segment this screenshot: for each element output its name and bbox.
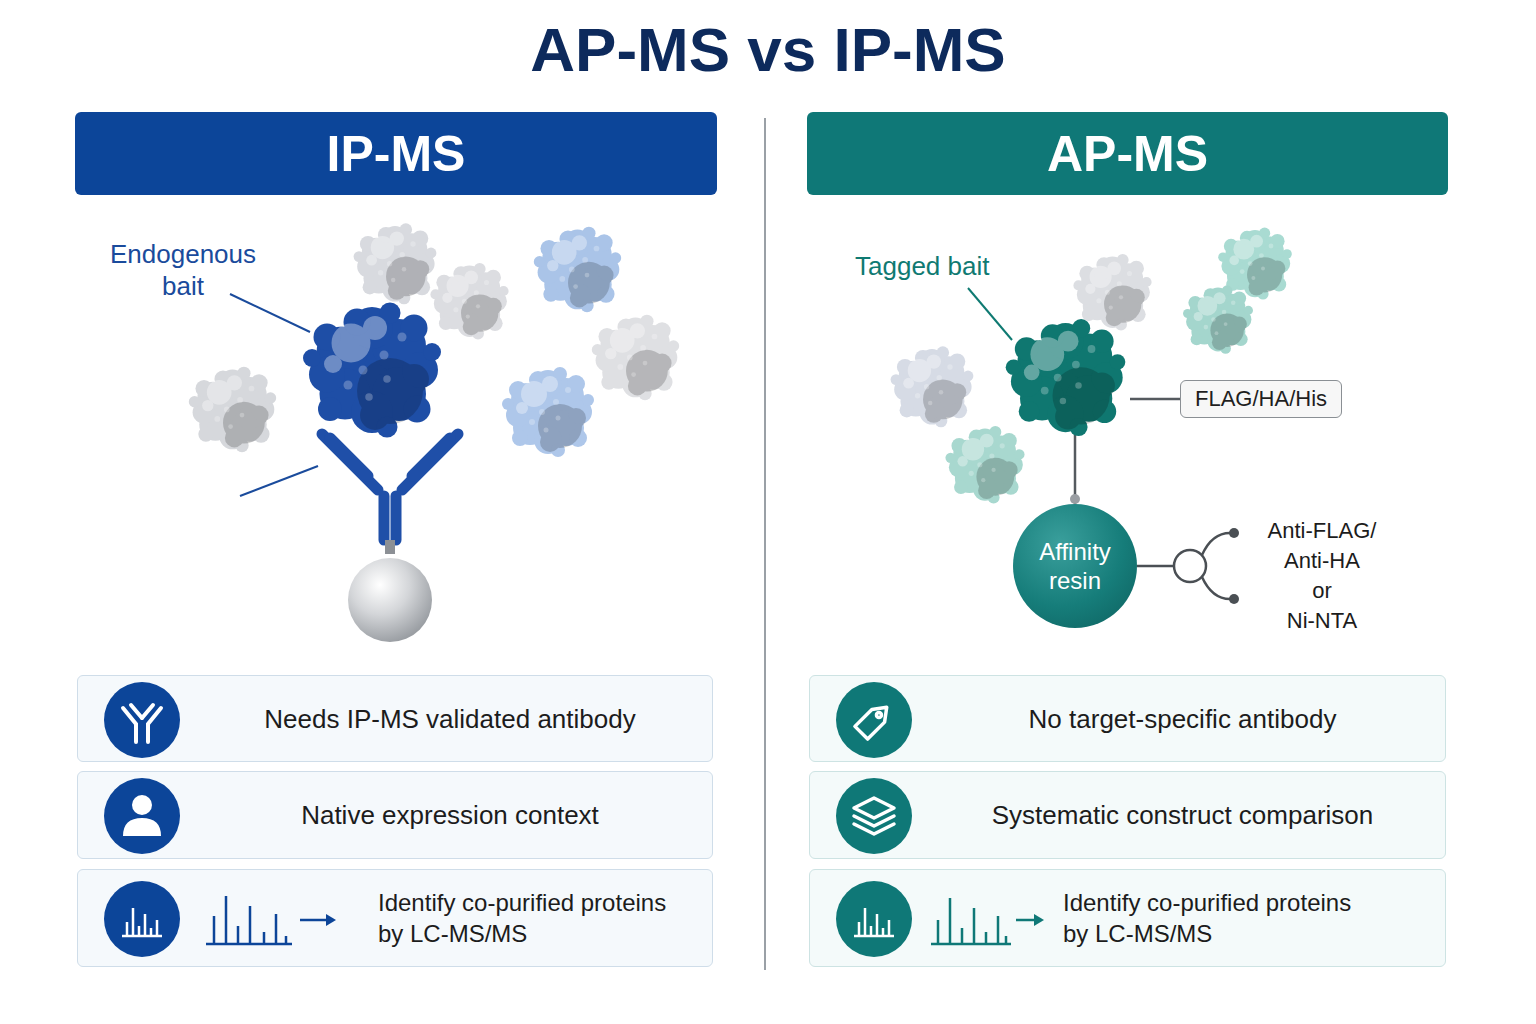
layers-icon (810, 772, 938, 860)
header-band: IP-MS (75, 112, 717, 195)
tag-box: FLAG/HA/His (1180, 380, 1342, 418)
node-text: Systematic construct comparison (950, 799, 1415, 831)
node-text: Identify co-purified proteins by LC-MS/M… (1063, 887, 1368, 949)
bead (348, 558, 432, 642)
bait-label: Tagged bait (855, 250, 989, 282)
node-text: FLAG/HA/His (1195, 381, 1327, 416)
feature-row: Native expression context (77, 771, 713, 859)
node-text: AP-MS (1047, 125, 1208, 183)
feature-row: No target-specific antibody (809, 675, 1446, 762)
feature-row: Systematic construct comparison (809, 771, 1446, 859)
diagram-title: AP-MS vs IP-MS (0, 12, 1536, 88)
resin-bead: Affinity resin (1013, 504, 1137, 628)
resin-ligand-label: Anti-FLAG/ Anti-HA or Ni-NTA (1252, 516, 1392, 636)
person-icon (78, 772, 206, 860)
spectrum-icon (78, 870, 378, 968)
tag-icon (810, 676, 938, 763)
feature-row: Needs IP-MS validated antibody (77, 675, 713, 762)
node-text: Identify co-purified proteins by LC-MS/M… (378, 887, 683, 949)
ip-proteins (189, 223, 679, 457)
bait-label: Endogenous bait (98, 238, 268, 302)
antibody (322, 434, 458, 540)
node-text: No target-specific antibody (950, 703, 1415, 735)
node-text: IP-MS (327, 125, 466, 183)
antibody-icon (78, 676, 206, 763)
feature-row: Identify co-purified proteins by LC-MS/M… (77, 869, 713, 967)
spectrum-icon (810, 870, 1110, 968)
node-text: Native expression context (218, 799, 682, 831)
header-band: AP-MS (807, 112, 1448, 195)
node-text: Needs IP-MS validated antibody (218, 703, 682, 735)
ligand-symbol (1137, 533, 1230, 599)
feature-row: Identify co-purified proteins by LC-MS/M… (809, 869, 1446, 967)
node-text: Affinity resin (1025, 537, 1125, 595)
